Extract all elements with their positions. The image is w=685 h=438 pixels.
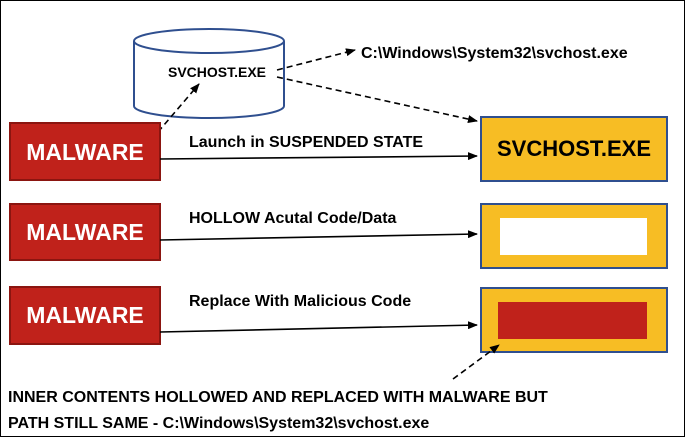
note-line-1: INNER CONTENTS HOLLOWED AND REPLACED WIT… (8, 389, 548, 406)
malicious-inner-region (498, 302, 647, 339)
step-2-label: HOLLOW Acutal Code/Data (189, 210, 397, 227)
step-1-label: Launch in SUSPENDED STATE (189, 134, 423, 151)
malware-box-2 (9, 203, 161, 261)
dashed-arrow-malware-to-database (157, 83, 200, 133)
step-3-label: Replace With Malicious Code (189, 293, 411, 310)
malware-box-2-label: MALWARE (26, 219, 144, 245)
note-line-2: PATH STILL SAME - C:\Windows\System32\sv… (8, 415, 429, 432)
database-label: SVCHOST.EXE (168, 64, 266, 80)
hollowed-inner-region (500, 218, 647, 255)
arrow-step-1 (159, 152, 478, 161)
malware-box-1-label: MALWARE (26, 139, 144, 165)
malware-box-1 (9, 122, 161, 181)
arrow-step-3 (159, 321, 478, 333)
malware-box-3 (9, 286, 161, 345)
malware-box-3-label: MALWARE (26, 302, 144, 328)
svchost-process-box (480, 116, 668, 182)
system-path-label: C:\Windows\System32\svchost.exe (361, 45, 628, 62)
dashed-arrow-database-to-path (276, 48, 356, 71)
arrow-step-2 (159, 230, 478, 241)
dashed-arrow-database-to-process (276, 76, 478, 123)
svchost-database-cylinder: SVCHOST.EXE (133, 28, 285, 119)
svchost-process-label: SVCHOST.EXE (497, 136, 651, 161)
